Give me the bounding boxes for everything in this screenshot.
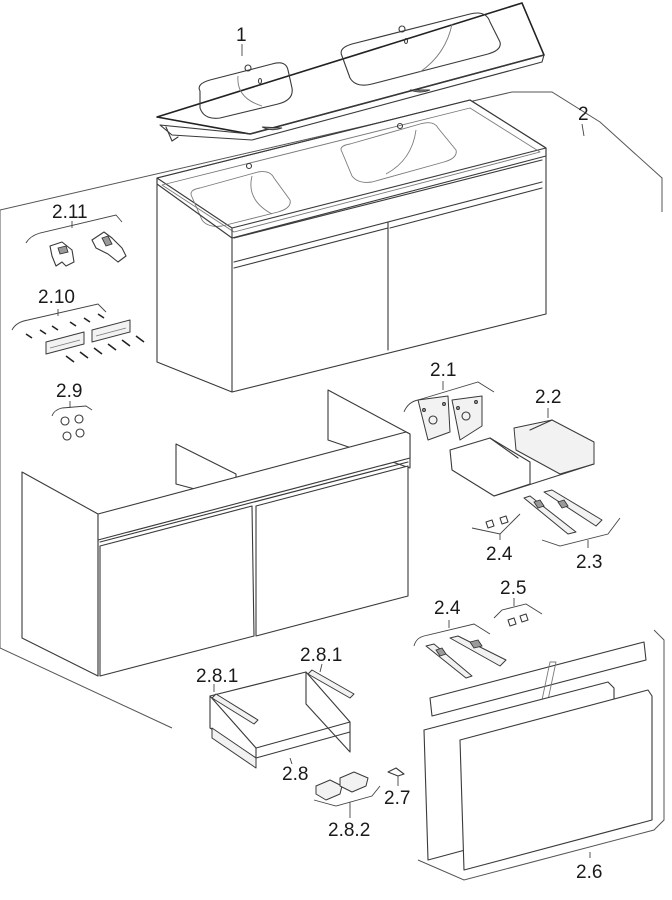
label-part-2-5: 2.4 <box>434 598 461 619</box>
label-part-2-11: 2.11 <box>52 202 88 223</box>
label-part-2-2: 2.2 <box>535 387 561 408</box>
part-2-10-wall-fixing-set <box>11 303 145 363</box>
part-2-6-front-panels <box>417 629 665 881</box>
cabinet-carcass <box>21 389 411 677</box>
part-2-7-clip <box>387 767 405 786</box>
part-2-3-drawer-runners <box>523 489 621 548</box>
label-part-1: 1 <box>236 25 247 46</box>
part-2-1-mounting-brackets <box>403 381 495 441</box>
part-2-8-2-front-fixing-clips <box>313 771 381 818</box>
part-2-11-suspension-brackets <box>25 214 127 267</box>
label-part-2-8-1-left: 2.8.1 <box>196 666 238 687</box>
part-1-washbasin <box>156 2 545 142</box>
label-part-2-4-lower: 2.5 <box>500 578 526 599</box>
assembled-vanity-unit <box>156 99 547 393</box>
label-part-2-9: 2.9 <box>56 381 82 402</box>
leader-2 <box>581 123 585 137</box>
leader-2-8-1-right <box>319 663 323 673</box>
label-part-2-7: 2.7 <box>384 788 410 809</box>
leader-2-8 <box>289 757 293 765</box>
part-2-4-pads-lower <box>493 598 543 627</box>
label-part-2-10: 2.10 <box>38 287 75 308</box>
label-part-2-3: 2.3 <box>576 552 602 573</box>
label-part-2-1: 2.1 <box>430 360 456 381</box>
part-2-4-pads-upper <box>471 513 521 540</box>
label-part-2: 2 <box>578 104 589 125</box>
label-part-2-8: 2.8 <box>282 764 308 785</box>
dowels-row-top <box>25 313 105 339</box>
label-part-2-8-2: 2.8.2 <box>328 820 370 841</box>
part-2-8-drawer <box>209 669 355 769</box>
part-2-9-cover-caps <box>51 401 93 441</box>
label-part-2-4-upper: 2.4 <box>486 544 513 565</box>
screws-row-bottom <box>65 335 145 363</box>
part-2-2-drawer-insert <box>449 419 595 497</box>
label-part-2-8-1-right: 2.8.1 <box>300 645 342 666</box>
label-part-2-6: 2.6 <box>576 862 602 883</box>
part-2-5-drawer-runners <box>413 620 507 679</box>
